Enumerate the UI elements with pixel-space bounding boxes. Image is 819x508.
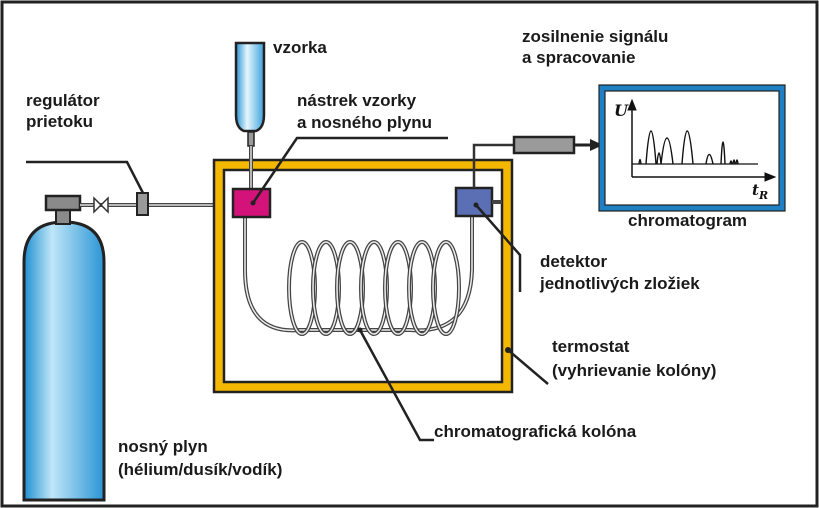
chromatogram-plot bbox=[627, 98, 777, 182]
leader-lines bbox=[251, 136, 549, 442]
valve-icon bbox=[93, 196, 109, 214]
flow-regulator bbox=[136, 192, 149, 216]
signal-line bbox=[472, 143, 514, 188]
x-axis-label: tR bbox=[752, 181, 768, 202]
gas-cylinder bbox=[22, 194, 106, 502]
column-coil-loop bbox=[432, 241, 460, 335]
label-injection-2: a nosného plynu bbox=[297, 113, 432, 132]
y-axis-label: U bbox=[614, 101, 629, 120]
label-amplifier-1: zosilnenie signálu bbox=[522, 27, 668, 46]
amplifier bbox=[512, 135, 576, 155]
label-regulator-1: regulátor bbox=[26, 91, 100, 110]
label-column: chromatografická kolóna bbox=[434, 422, 637, 441]
label-carrier-gas-1: nosný plyn bbox=[118, 437, 208, 456]
label-regulator-2: prietoku bbox=[26, 112, 93, 131]
sample-syringe bbox=[234, 41, 266, 190]
label-thermostat-2: (vyhrievanie kolóny) bbox=[552, 361, 716, 380]
chromatographic-column bbox=[243, 214, 474, 336]
label-amplifier-2: a spracovanie bbox=[522, 48, 635, 67]
label-sample: vzorka bbox=[273, 38, 327, 57]
label-chromatogram: chromatogram bbox=[628, 211, 747, 230]
label-injection-1: nástrek vzorky bbox=[297, 91, 417, 110]
detector bbox=[454, 186, 494, 218]
label-detector-2: jednotlivých zložiek bbox=[539, 274, 700, 293]
label-carrier-gas-2: (hélium/dusík/vodík) bbox=[118, 460, 282, 479]
label-detector-1: detektor bbox=[540, 252, 607, 271]
label-thermostat-1: termostat bbox=[552, 337, 630, 356]
regulator-leader bbox=[26, 160, 145, 194]
arrow-head-icon bbox=[590, 139, 603, 151]
